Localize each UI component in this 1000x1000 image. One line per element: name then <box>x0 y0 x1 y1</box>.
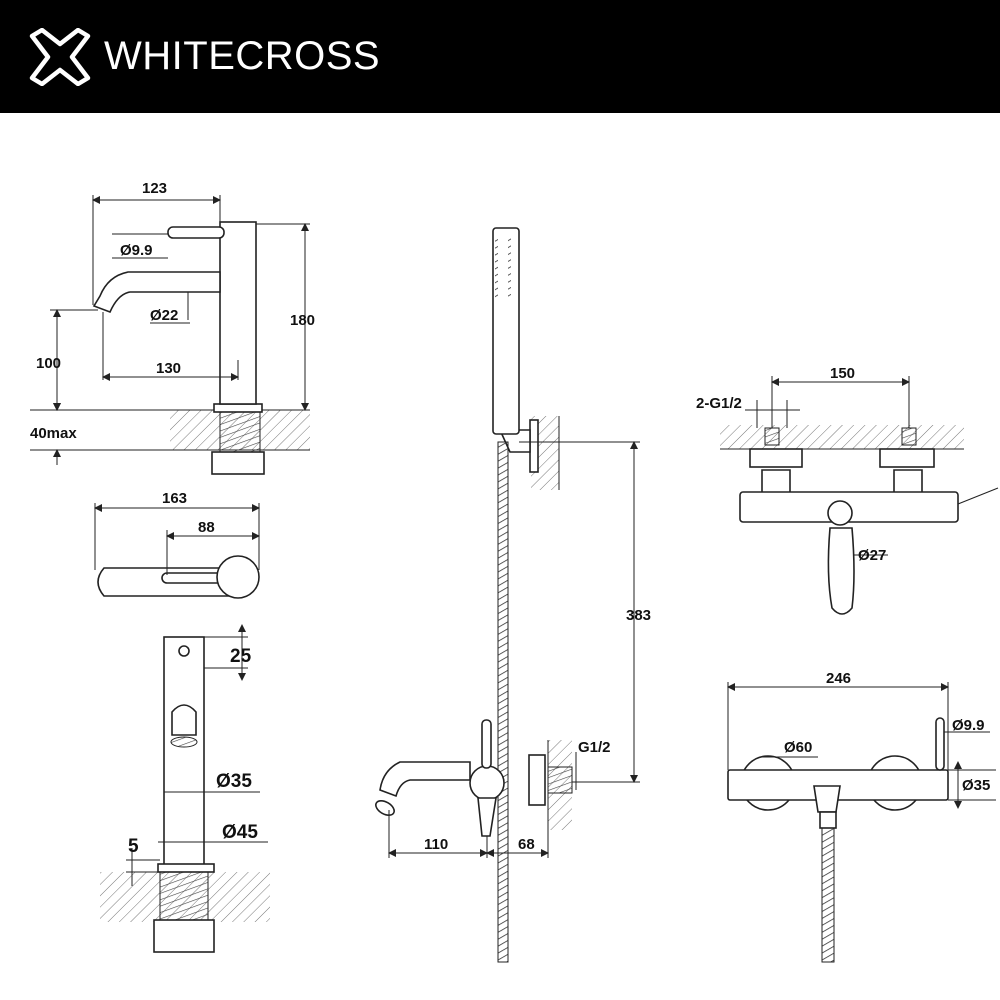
hose-nut <box>819 811 837 829</box>
dim-bath-lever-dia: Ø9.9 <box>952 717 985 734</box>
hose-connector <box>477 797 497 837</box>
dim-handle-dia: Ø60 <box>784 739 812 756</box>
outlet-ring <box>827 500 853 526</box>
dim-body-width: 246 <box>826 670 851 687</box>
bath-spout <box>379 761 471 798</box>
technical-drawing: 123 Ø9.9 Ø22 180 100 130 40max 163 88 <box>30 180 999 963</box>
dim-spout-reach: 110 <box>424 836 448 853</box>
mixer-spout <box>92 271 221 314</box>
bath-mixer-front-view: 246 Ø9.9 Ø60 Ø35 <box>727 670 996 963</box>
front-shank <box>159 871 209 925</box>
basin-mixer-front-view: 25 Ø35 Ø45 5 <box>100 624 270 953</box>
dim-lever-dia: Ø9.9 <box>120 242 153 259</box>
dim-width: 123 <box>142 180 167 197</box>
spout-outlet <box>375 799 395 817</box>
front-body <box>163 636 205 867</box>
dim-height: 180 <box>290 312 315 329</box>
dim-base-dia: Ø45 <box>222 822 258 843</box>
front-outlet <box>813 785 841 813</box>
brand-header: WHITECROSS <box>0 0 1000 113</box>
right-connection <box>901 427 917 446</box>
lever-hole <box>178 645 190 657</box>
cross-logo-icon <box>29 28 91 86</box>
brand-name: WHITECROSS <box>104 34 381 78</box>
diverter-body <box>469 765 505 801</box>
dim-inlet: G1/2 <box>578 739 611 756</box>
shower-set: 383 G1/2 110 68 <box>375 227 651 963</box>
hand-shower <box>492 227 520 435</box>
right-flange <box>879 448 935 468</box>
dim-outlet-dia: Ø27 <box>858 547 886 564</box>
dim-connections: 2-G1/2 <box>696 395 742 412</box>
inlet-plate <box>528 754 546 806</box>
dim-gap: 5 <box>128 836 139 857</box>
dim-centers: 150 <box>830 365 855 382</box>
left-connection <box>764 427 780 446</box>
base-ring <box>213 403 263 413</box>
dim-top-offset: 25 <box>230 646 252 667</box>
basin-mixer-side-view: 123 Ø9.9 Ø22 180 100 130 40max <box>30 180 315 475</box>
shower-nozzles <box>495 238 511 298</box>
shower-hose <box>497 441 509 963</box>
fixing-nut <box>211 451 265 475</box>
dim-handle: 88 <box>198 519 215 536</box>
left-flange <box>749 448 803 468</box>
body-top <box>216 555 260 599</box>
wall-section-top <box>720 425 964 449</box>
holder-plate <box>529 419 539 473</box>
bath-outlet <box>827 527 855 615</box>
front-nut <box>153 919 215 953</box>
dim-reach: 130 <box>156 360 181 377</box>
dim-spout-height: 100 <box>36 355 61 372</box>
bath-lever <box>935 717 945 771</box>
basin-mixer-top-view: 163 88 <box>94 490 260 599</box>
diverter-lever <box>481 719 492 769</box>
inlet-thread <box>547 766 573 794</box>
dim-deck-thickness: 40max <box>30 425 77 442</box>
dim-length: 163 <box>162 490 187 507</box>
dim-spout-dia: Ø22 <box>150 307 178 324</box>
dim-wall-offset: 68 <box>518 836 535 853</box>
front-base <box>157 863 215 873</box>
dim-body-dia: Ø35 <box>216 771 252 792</box>
dim-riser-height: 383 <box>626 607 651 624</box>
aerator <box>171 704 197 736</box>
bath-mixer-top-view: 150 2-G1/2 Ø27 <box>696 365 999 615</box>
dim-bath-body-dia: Ø35 <box>962 777 990 794</box>
mixer-lever <box>167 226 225 239</box>
bath-hose <box>821 827 835 963</box>
